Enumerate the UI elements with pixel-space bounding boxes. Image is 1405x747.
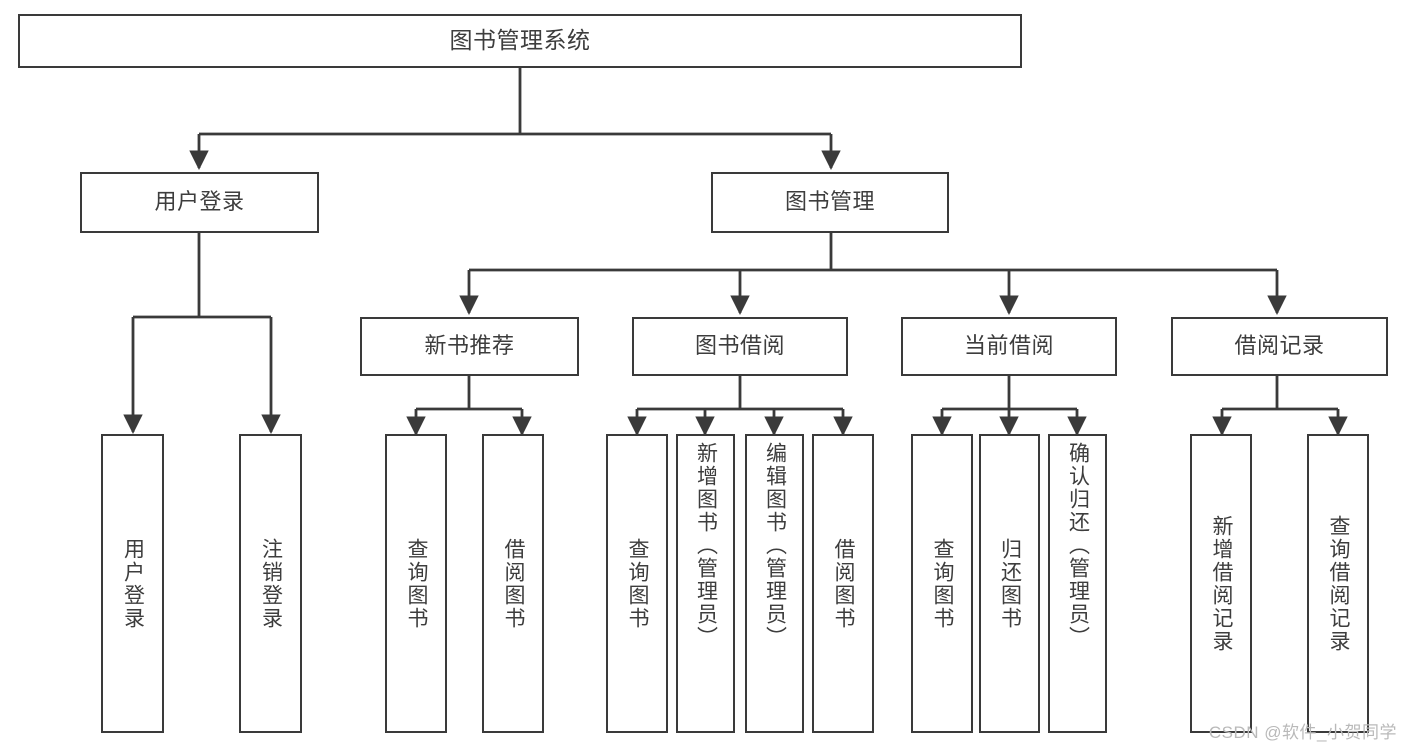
node-root-system[interactable]: 图书管理系统 <box>18 14 1022 68</box>
leaf-add-borrow-record[interactable]: 新增借阅记录 <box>1190 434 1252 733</box>
csdn-watermark: CSDN @软件_小贺同学 <box>1208 723 1397 742</box>
node-book-borrow[interactable]: 图书借阅 <box>632 317 848 376</box>
leaf-edit-book[interactable]: 编辑图书（管理员） <box>745 434 804 733</box>
leaf-query-book-recommend[interactable]: 查询图书 <box>385 434 447 733</box>
node-user-login[interactable]: 用户登录 <box>80 172 319 233</box>
node-new-book-recommend[interactable]: 新书推荐 <box>360 317 579 376</box>
node-current-borrow[interactable]: 当前借阅 <box>901 317 1117 376</box>
leaf-query-book-current[interactable]: 查询图书 <box>911 434 973 733</box>
leaf-borrow-book-recommend[interactable]: 借阅图书 <box>482 434 544 733</box>
leaf-borrow-book-action[interactable]: 借阅图书 <box>812 434 874 733</box>
leaf-user-login[interactable]: 用户登录 <box>101 434 164 733</box>
leaf-add-book[interactable]: 新增图书（管理员） <box>676 434 735 733</box>
leaf-return-book[interactable]: 归还图书 <box>979 434 1040 733</box>
leaf-logout-login[interactable]: 注销登录 <box>239 434 302 733</box>
node-book-manage[interactable]: 图书管理 <box>711 172 949 233</box>
leaf-query-book-borrow[interactable]: 查询图书 <box>606 434 668 733</box>
leaf-confirm-return[interactable]: 确认归还（管理员） <box>1048 434 1107 733</box>
node-borrow-record[interactable]: 借阅记录 <box>1171 317 1388 376</box>
leaf-query-borrow-record[interactable]: 查询借阅记录 <box>1307 434 1369 733</box>
